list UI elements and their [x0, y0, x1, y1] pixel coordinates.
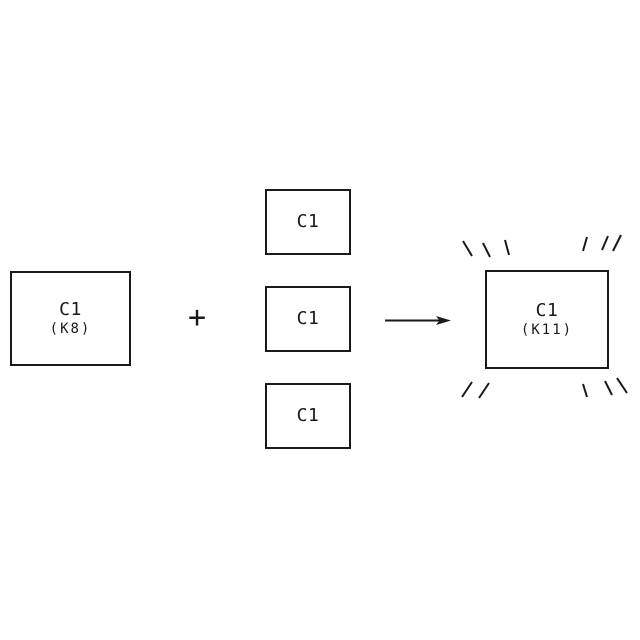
- emphasis-mark: [462, 240, 473, 257]
- emphasis-mark: [504, 239, 510, 256]
- emphasis-mark: [461, 381, 473, 398]
- box-c1-k11: C1 (K11): [485, 270, 609, 369]
- emphasis-mark: [582, 236, 588, 252]
- emphasis-mark: [601, 235, 609, 251]
- box-c1-top: C1: [265, 189, 351, 255]
- right-arrow-icon: [385, 316, 451, 325]
- box-c1-k8: C1 (K8): [10, 271, 131, 366]
- box-c1-middle: C1: [265, 286, 351, 352]
- emphasis-mark: [478, 382, 490, 399]
- box-c1-k8-title: C1: [59, 298, 82, 320]
- plus-icon: +: [187, 300, 207, 335]
- box-c1-bottom-label: C1: [296, 405, 320, 426]
- box-c1-top-label: C1: [296, 211, 320, 232]
- emphasis-mark: [616, 377, 628, 394]
- emphasis-mark: [612, 234, 622, 252]
- emphasis-mark: [582, 383, 588, 398]
- box-c1-k8-subtitle: (K8): [49, 320, 92, 337]
- box-c1-k11-subtitle: (K11): [520, 321, 574, 338]
- box-c1-k11-title: C1: [535, 299, 559, 321]
- emphasis-mark: [604, 380, 613, 396]
- emphasis-mark: [482, 242, 491, 258]
- box-c1-bottom: C1: [265, 383, 351, 449]
- box-c1-middle-label: C1: [296, 308, 320, 329]
